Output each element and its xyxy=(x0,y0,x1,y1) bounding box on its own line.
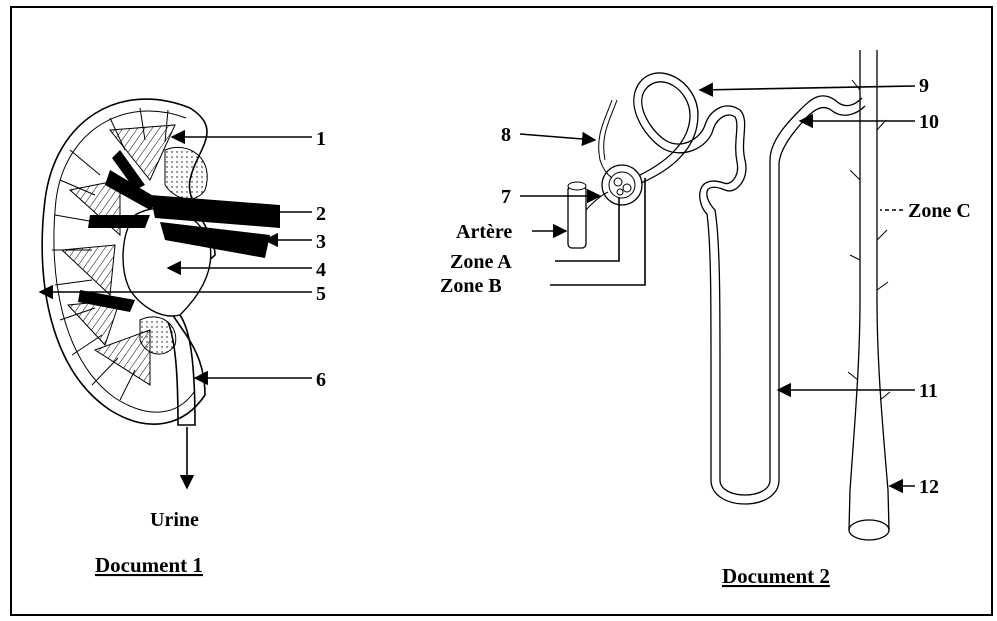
label-5: 5 xyxy=(316,283,326,305)
zone-a-label: Zone A xyxy=(450,251,512,273)
label-6: 6 xyxy=(316,369,326,391)
dotted-region xyxy=(140,317,176,354)
artery-label: Artère xyxy=(456,221,512,243)
artery xyxy=(568,182,608,248)
label-1: 1 xyxy=(316,128,326,150)
label-2: 2 xyxy=(316,203,326,225)
label-9: 9 xyxy=(919,75,929,97)
nephron-diagram xyxy=(568,50,890,540)
zone-b-label: Zone B xyxy=(440,275,502,297)
kidney-diagram xyxy=(42,99,280,425)
collecting-duct xyxy=(848,50,890,540)
label-3: 3 xyxy=(316,231,326,253)
dotted-region xyxy=(165,147,207,199)
document2-caption: Document 2 xyxy=(722,564,830,588)
label-7: 7 xyxy=(501,186,511,208)
urine-label: Urine xyxy=(150,509,199,531)
document1-caption: Document 1 xyxy=(95,553,203,577)
bowman-capsule xyxy=(602,165,642,205)
label-11: 11 xyxy=(919,380,938,402)
collecting-duct-opening xyxy=(849,520,889,540)
label-8: 8 xyxy=(501,124,511,146)
label-10: 10 xyxy=(919,111,939,133)
label-4: 4 xyxy=(316,259,326,281)
zone-c-label: Zone C xyxy=(908,200,971,222)
proximal-tubule xyxy=(640,82,862,495)
doc2-leaders xyxy=(520,86,915,486)
label-12: 12 xyxy=(919,476,939,498)
